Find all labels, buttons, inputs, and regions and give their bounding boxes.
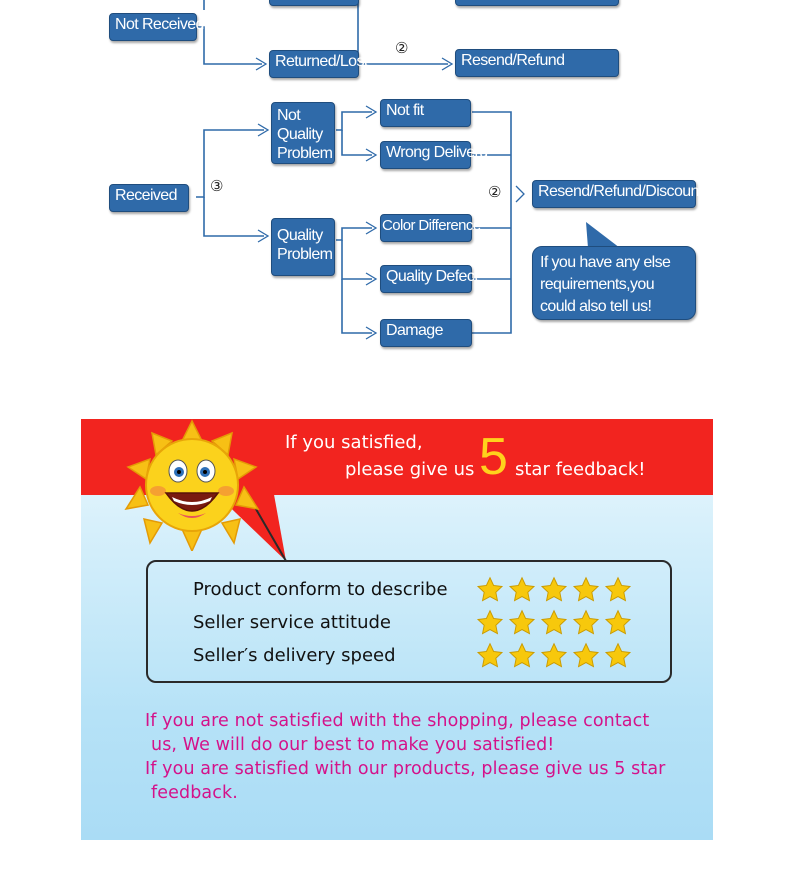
step-3-marker: ③ bbox=[210, 178, 224, 195]
message-satisfied-2: feedback. bbox=[151, 783, 238, 803]
star-icon bbox=[604, 642, 632, 675]
top-cut-box-left bbox=[269, 0, 359, 6]
not-fit-box: Not fit bbox=[380, 99, 471, 127]
feedback-panel: If you satisfied, please give us 5 star … bbox=[81, 419, 713, 840]
color-difference-box: Color Difference bbox=[380, 214, 481, 242]
banner-five: 5 bbox=[479, 428, 508, 486]
speech-pointer bbox=[586, 222, 620, 248]
note-bubble: If you have any else requirements,you co… bbox=[532, 246, 696, 320]
star-icon bbox=[508, 609, 536, 642]
banner-line-1: If you satisfied, bbox=[285, 432, 423, 453]
wrong-delivery-box: Wrong Deliveru bbox=[380, 141, 488, 169]
star-icon bbox=[604, 576, 632, 609]
rating-label-service: Seller service attitude bbox=[193, 612, 392, 633]
banner-line-2a: please give us bbox=[345, 459, 475, 480]
star-icon bbox=[476, 642, 504, 675]
damage-box: Damage bbox=[380, 319, 472, 347]
sun-mascot-icon bbox=[124, 419, 260, 551]
not-received-box: Not Received bbox=[109, 13, 204, 41]
star-icon bbox=[476, 609, 504, 642]
quality-defect-box: Quality Defect bbox=[380, 265, 479, 293]
message-satisfied-1: If you are satisfied with our products, … bbox=[145, 759, 666, 779]
rating-stars-service bbox=[476, 609, 632, 642]
message-not-satisfied-2: us, We will do our best to make you sati… bbox=[151, 735, 555, 755]
star-icon bbox=[572, 642, 600, 675]
returned-lost-box: Returned/Lost bbox=[269, 50, 368, 78]
rating-label-product: Product conform to describe bbox=[193, 579, 448, 600]
star-icon bbox=[540, 642, 568, 675]
message-not-satisfied-1: If you are not satisfied with the shoppi… bbox=[145, 711, 650, 731]
star-icon bbox=[508, 576, 536, 609]
rating-box: Product conform to describe Seller servi… bbox=[146, 560, 672, 683]
top-cut-box-right bbox=[455, 0, 619, 6]
step-2-marker: ② bbox=[395, 40, 409, 57]
star-icon bbox=[540, 609, 568, 642]
star-icon bbox=[604, 609, 632, 642]
rating-stars-product bbox=[476, 576, 632, 609]
star-icon bbox=[508, 642, 536, 675]
received-box: Received bbox=[109, 184, 189, 212]
resend-refund-discount-box: Resend/Refund/Discount bbox=[532, 180, 703, 208]
star-icon bbox=[540, 576, 568, 609]
resend-refund-box: Resend/Refund bbox=[455, 49, 619, 77]
quality-problem-box: Quality Problem bbox=[271, 218, 335, 276]
not-quality-problem-box: Not Quality Problem bbox=[271, 102, 335, 164]
star-icon bbox=[572, 576, 600, 609]
banner-line-2b: star feedback! bbox=[515, 459, 646, 480]
rating-stars-delivery bbox=[476, 642, 632, 675]
star-icon bbox=[476, 576, 504, 609]
step-2-marker-second: ② bbox=[488, 184, 502, 201]
star-icon bbox=[572, 609, 600, 642]
rating-label-delivery: Seller′s delivery speed bbox=[193, 645, 396, 666]
